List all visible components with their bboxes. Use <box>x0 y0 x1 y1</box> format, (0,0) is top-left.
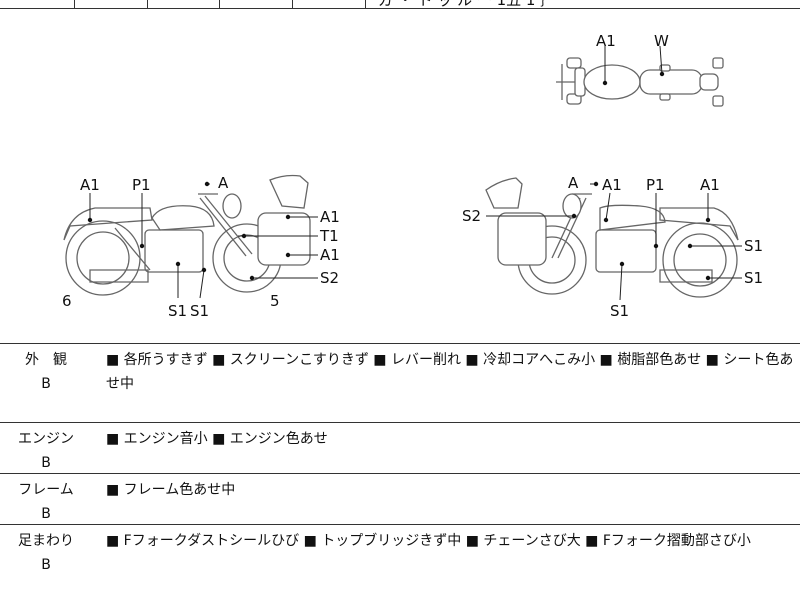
category-label: エンジン <box>18 431 74 447</box>
notes-cell: ■ エンジン音小 ■ エンジン色あせ <box>106 431 328 447</box>
label-left-5: 5 <box>270 292 280 310</box>
top-view-bike <box>556 57 724 107</box>
right-view-bike <box>485 177 739 298</box>
category-label: フレーム <box>18 482 74 498</box>
category-grade: B <box>41 506 51 522</box>
label-left-s1-a: S1 <box>168 302 187 320</box>
label-right-s1-upper: S1 <box>744 237 763 255</box>
diagram-labels: A1 W A1 P1 A A1 T1 A1 S2 6 5 S1 S1 A A1 … <box>62 32 763 320</box>
label-left-t1: T1 <box>319 227 339 245</box>
condition-row-frame: フレーム B ■ フレーム色あせ中 <box>0 474 800 525</box>
category-grade: B <box>41 455 51 471</box>
category-grade: B <box>41 376 51 392</box>
condition-row-engine: エンジン B ■ エンジン音小 ■ エンジン色あせ <box>0 423 800 474</box>
label-left-a: A <box>218 174 229 192</box>
condition-table: 外 観 B ■ 各所うすきず ■ スクリーンこすりきず ■ レバー削れ ■ 冷却… <box>0 344 800 601</box>
condition-row-suspension: 足まわり B ■ Fフォークダストシールひび ■ トップブリッジきず中 ■ チェ… <box>0 525 800 601</box>
label-left-p1: P1 <box>132 176 151 194</box>
label-right-p1: P1 <box>646 176 665 194</box>
label-right-s1-lower: S1 <box>744 269 763 287</box>
label-left-a1-seat: A1 <box>80 176 100 194</box>
label-left-a1-lower: A1 <box>320 246 340 264</box>
label-left-s2: S2 <box>320 269 339 287</box>
category-cell: エンジン B <box>0 427 92 475</box>
category-label: 外 観 <box>25 352 67 368</box>
label-right-a1-tail: A1 <box>700 176 720 194</box>
category-label: 足まわり <box>18 533 74 549</box>
leader-lines <box>87 45 742 301</box>
label-right-s2: S2 <box>462 207 481 225</box>
label-right-s1-engine: S1 <box>610 302 629 320</box>
label-top-a1: A1 <box>596 32 616 50</box>
condition-row-exterior: 外 観 B ■ 各所うすきず ■ スクリーンこすりきず ■ レバー削れ ■ 冷却… <box>0 344 800 423</box>
category-cell: 足まわり B <box>0 529 92 577</box>
label-left-a1-box: A1 <box>320 208 340 226</box>
label-left-s1-b: S1 <box>190 302 209 320</box>
damage-diagram: A1 W A1 P1 A A1 T1 A1 S2 6 5 S1 S1 A A1 … <box>0 8 800 344</box>
notes-cell: ■ フレーム色あせ中 <box>106 482 236 498</box>
category-cell: フレーム B <box>0 478 92 526</box>
top-clipped-text: ガ ・ ト ッ ル ー 1五 1 ｝ <box>378 0 556 9</box>
category-cell: 外 観 B <box>0 348 92 396</box>
label-right-a1-tank: A1 <box>602 176 622 194</box>
label-left-6: 6 <box>62 292 72 310</box>
left-view-bike <box>63 174 311 296</box>
label-top-w: W <box>654 32 669 50</box>
top-table-strip: ガ ・ ト ッ ル ー 1五 1 ｝ <box>0 0 800 9</box>
label-right-a: A <box>568 174 579 192</box>
notes-cell: ■ Fフォークダストシールひび ■ トップブリッジきず中 ■ チェーンさび大 ■… <box>106 533 751 549</box>
notes-cell: ■ 各所うすきず ■ スクリーンこすりきず ■ レバー削れ ■ 冷却コアへこみ小… <box>106 352 794 392</box>
category-grade: B <box>41 557 51 573</box>
